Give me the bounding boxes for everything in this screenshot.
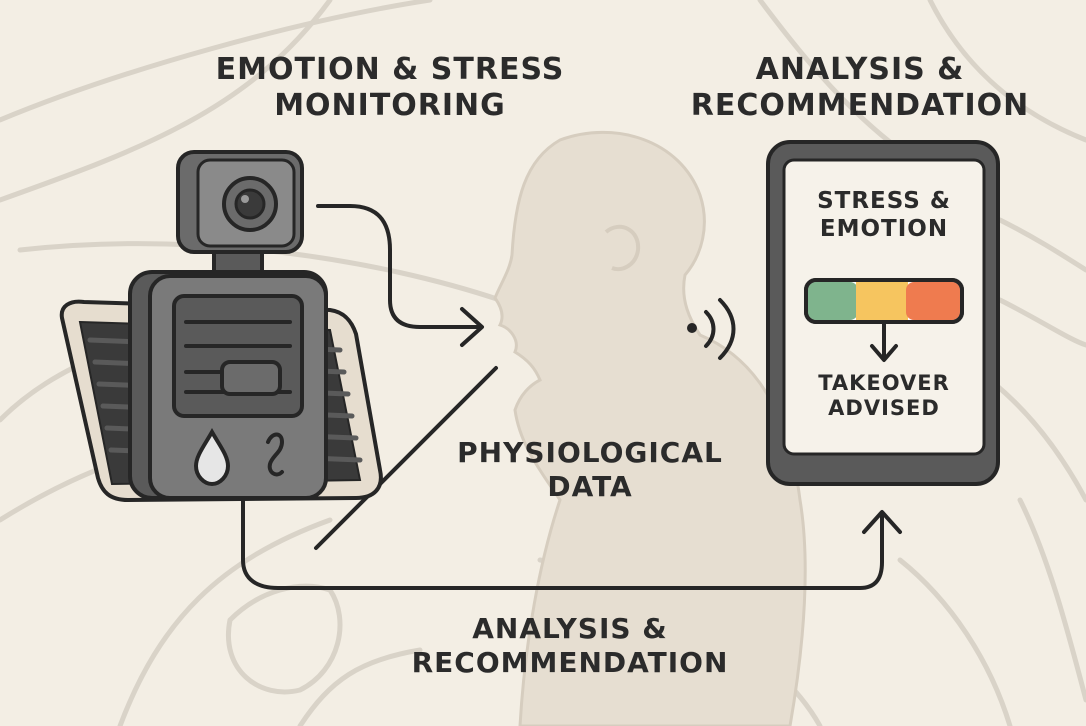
screen-title-line-1: STRESS & xyxy=(817,188,951,214)
physiological-data-line xyxy=(314,366,498,550)
stress-level-medium xyxy=(856,282,908,320)
title-right-line-1: ANALYSIS & xyxy=(755,52,965,87)
device-slider xyxy=(220,360,282,396)
screen-action-line-2: ADVISED xyxy=(828,396,940,421)
camera-to-driver-arrow xyxy=(316,204,484,347)
takeover-advised-text: TAKEOVER ADVISED xyxy=(792,371,976,421)
sweat-droplet-icon xyxy=(193,427,231,487)
screen-title-line-2: EMOTION xyxy=(819,215,949,242)
ear-outline xyxy=(604,224,641,271)
physiological-data-label: PHYSIOLOGICAL DATA xyxy=(440,436,740,503)
stress-level-low xyxy=(808,282,858,320)
smartphone-icon xyxy=(766,140,1000,486)
phys-label-line-1: PHYSIOLOGICAL xyxy=(457,436,723,469)
wireless-signal-icon xyxy=(687,298,736,360)
bottom-label-line-1: ANALYSIS & xyxy=(472,612,668,645)
phys-label-line-2: DATA xyxy=(547,469,633,503)
screen-action-line-1: TAKEOVER xyxy=(818,371,950,395)
bottom-analysis-label: ANALYSIS & RECOMMENDATION xyxy=(390,612,750,679)
device-to-phone-arrow xyxy=(241,498,902,590)
bottom-label-line-2: RECOMMENDATION xyxy=(411,645,729,679)
analysis-recommendation-title: ANALYSIS & RECOMMENDATION xyxy=(660,52,1060,124)
sensor-device-icon xyxy=(59,150,383,502)
title-right-line-2: RECOMMENDATION xyxy=(690,88,1030,123)
phone-screen-title: STRESS & EMOTION xyxy=(792,188,976,243)
stress-level-high xyxy=(906,282,960,320)
title-left-line-1: EMOTION & STRESS xyxy=(215,52,565,87)
ear-icon xyxy=(266,432,285,477)
down-arrow-icon xyxy=(870,322,898,362)
title-left-line-2: MONITORING xyxy=(274,88,506,123)
stress-level-bar xyxy=(804,278,964,324)
camera-icon xyxy=(222,176,278,232)
device-display xyxy=(172,294,304,418)
emotion-stress-monitoring-title: EMOTION & STRESS MONITORING xyxy=(200,52,580,124)
